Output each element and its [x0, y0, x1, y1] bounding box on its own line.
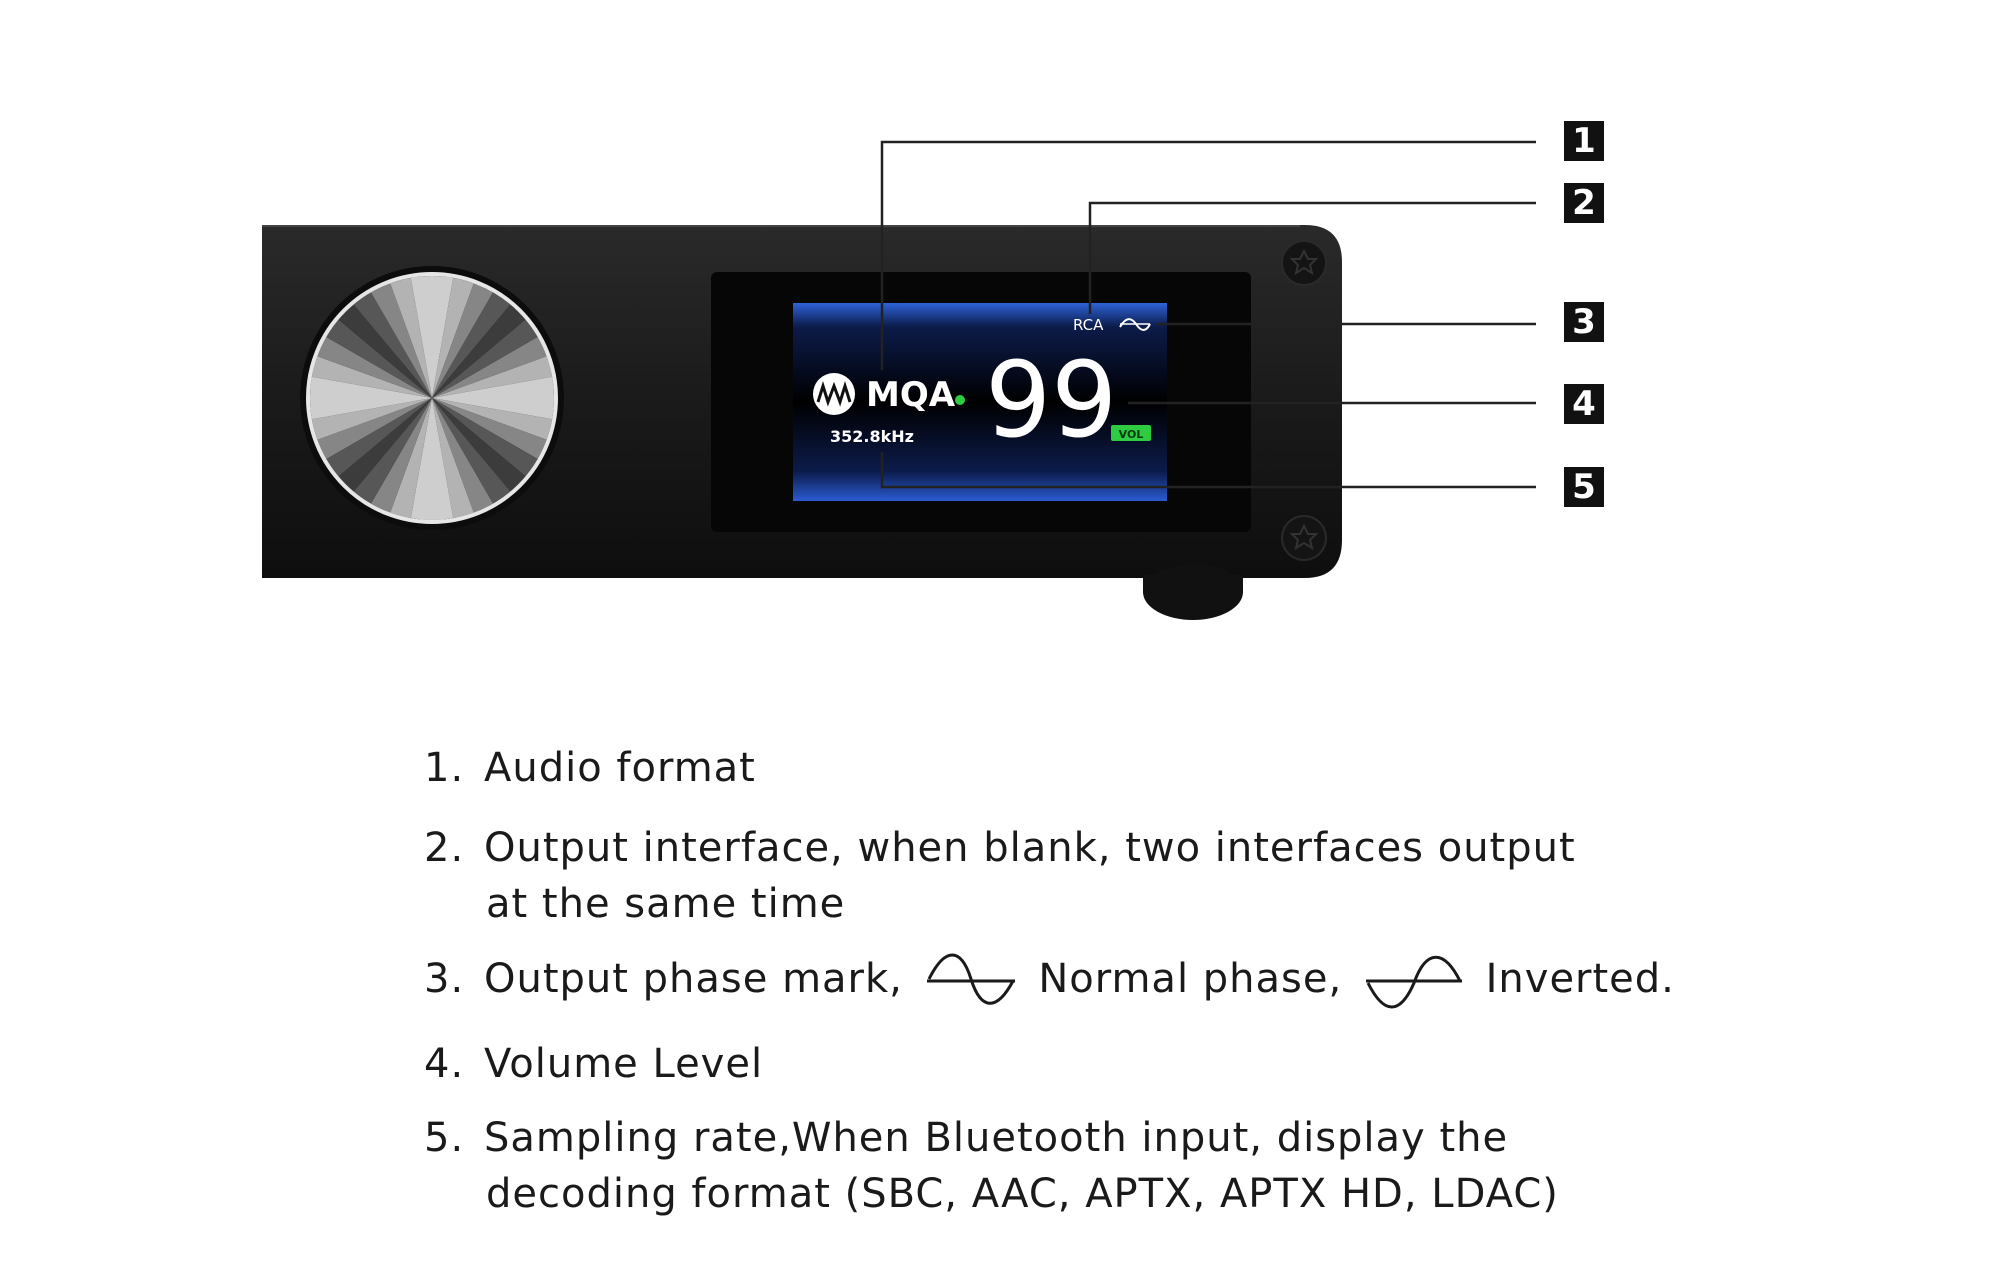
knob-sector: [432, 398, 547, 459]
knob-sector: [432, 398, 493, 513]
callout-line-1: [880, 140, 1536, 370]
note-4: 4. Volume Level: [424, 1041, 763, 1087]
knob-sector: [432, 398, 454, 520]
note-continuation: decoding format (SBC, AAC, APTX, APTX HD…: [486, 1171, 1559, 1217]
knob-sector: [432, 398, 538, 477]
normal-phase-icon: [926, 953, 1015, 1005]
knob-sector: [432, 398, 474, 519]
knob-sector: [371, 398, 432, 513]
knob-sector: [410, 276, 432, 398]
knob-sector: [390, 277, 432, 398]
knob-sector: [432, 304, 526, 398]
note-number: 5.: [424, 1115, 465, 1161]
note-text: Sampling rate,When Bluetooth input, disp…: [484, 1115, 1509, 1161]
audio-format-label: MQA: [866, 375, 956, 415]
knob-sector: [311, 356, 432, 398]
knob-sector: [432, 283, 493, 398]
knob-sector: [432, 292, 511, 398]
knob-sector: [432, 277, 474, 398]
volume-knob-rim: [306, 272, 558, 524]
mqa-status-dot: [955, 395, 965, 405]
knob-sector: [410, 398, 432, 520]
volume-badge-bg: [1111, 425, 1151, 441]
mqa-logo-wave: [816, 380, 852, 407]
knob-sector: [432, 398, 553, 440]
knob-sector: [432, 398, 554, 420]
knob-sector: [390, 398, 432, 519]
callout-line-5: [880, 452, 1536, 489]
callout-1: 1: [1564, 121, 1604, 161]
note-text: Output interface, when blank, two interf…: [484, 825, 1576, 871]
knob-sector: [432, 276, 454, 398]
screw-icon: [1281, 515, 1327, 561]
inverted-phase-label: Inverted.: [1485, 956, 1675, 1002]
lcd-screen: [793, 303, 1167, 501]
output-interface-label: RCA: [1073, 316, 1104, 334]
knob-sector: [371, 283, 432, 398]
volume-badge: VOL: [1119, 428, 1144, 441]
callout-line-2: [1088, 201, 1536, 314]
callout-4: 4: [1564, 384, 1604, 424]
note-text: Output phase mark,: [484, 956, 903, 1002]
device-illustration: RCA MQA 352.8kHz 99 VOL: [262, 140, 1536, 620]
callout-2: 2: [1564, 183, 1604, 223]
note-1: 1. Audio format: [424, 745, 756, 791]
note-text: Volume Level: [484, 1041, 764, 1087]
knob-sector: [353, 292, 432, 398]
knob-sector: [432, 398, 511, 504]
callout-5: 5: [1564, 467, 1604, 507]
knob-sector: [432, 319, 538, 398]
note-number: 1.: [424, 745, 465, 791]
normal-phase-label: Normal phase,: [1038, 956, 1343, 1002]
screw-icon: [1281, 240, 1327, 286]
knob-sector: [310, 398, 432, 420]
callout-3: 3: [1564, 302, 1604, 342]
note-number: 4.: [424, 1041, 465, 1087]
knob-sector: [311, 398, 432, 440]
knob-sector: [432, 376, 554, 398]
note-5: 5. Sampling rate,When Bluetooth input, di…: [424, 1115, 1559, 1217]
knob-sector: [432, 356, 553, 398]
note-2: 2. Output interface, when blank, two inte…: [424, 825, 1576, 927]
volume-knob[interactable]: [309, 276, 554, 520]
note-number: 3.: [424, 956, 465, 1002]
sampling-rate-label: 352.8kHz: [830, 427, 914, 446]
knob-sector: [338, 304, 432, 398]
knob-sector: [338, 398, 432, 492]
note-3: 3. Output phase mark, Normal phase, Inver…: [424, 953, 1675, 1009]
knob-sector: [326, 398, 432, 477]
note-number: 2.: [424, 825, 465, 871]
knob-sector: [326, 319, 432, 398]
knob-sector: [317, 398, 432, 459]
knob-sector: [309, 376, 432, 398]
note-continuation: at the same time: [486, 881, 846, 927]
inverted-phase-icon: [1365, 955, 1462, 1009]
knob-sector: [353, 398, 432, 504]
knob-sector: [432, 398, 526, 492]
foot-joint: [1143, 575, 1243, 593]
knob-sector: [432, 337, 547, 398]
note-text: Audio format: [484, 745, 756, 791]
volume-level: 99: [985, 339, 1117, 461]
knob-sector: [317, 337, 432, 398]
